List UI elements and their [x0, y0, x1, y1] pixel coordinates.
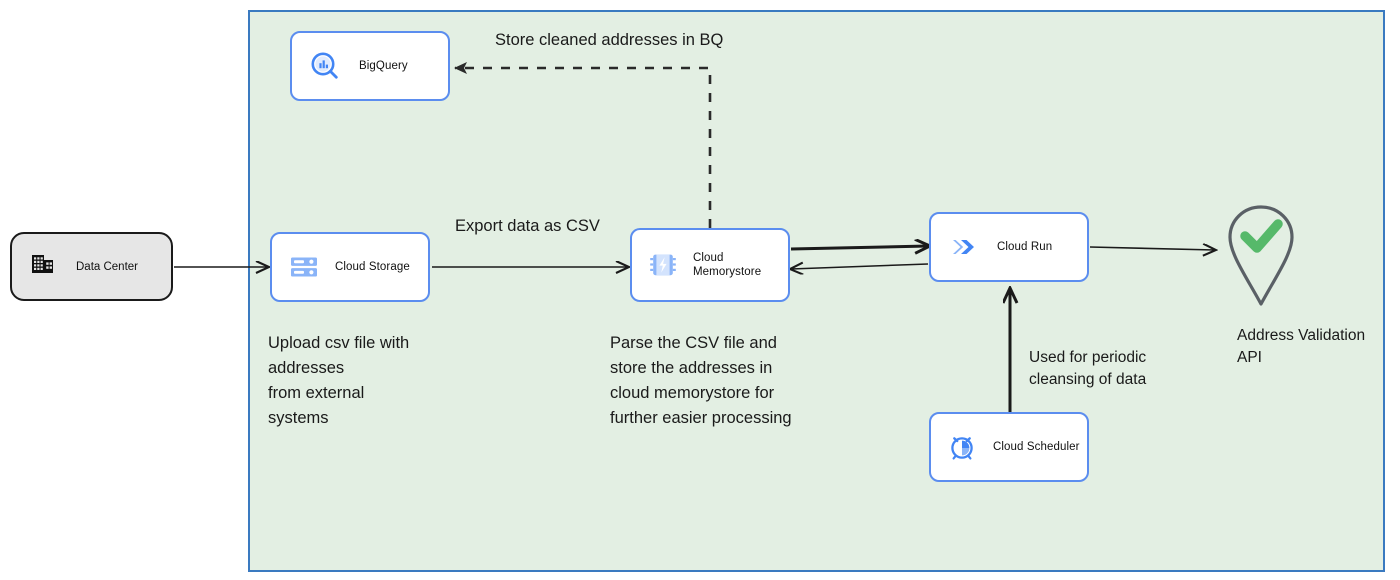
node-label-bigquery: BigQuery	[359, 59, 408, 72]
node-data-center[interactable]: Data Center	[10, 232, 173, 301]
edge-label-export-data-as-csv: Export data as CSV	[455, 217, 600, 235]
node-label-data-center: Data Center	[76, 260, 139, 273]
cloud-storage-icon	[289, 252, 319, 282]
node-address-validation-api[interactable]	[1217, 202, 1305, 312]
node-cloud-storage[interactable]: Cloud Storage	[270, 232, 430, 302]
bigquery-icon	[309, 50, 341, 82]
map-pin-check-icon	[1217, 205, 1305, 316]
node-label-cloud-scheduler: Cloud Scheduler	[993, 440, 1080, 453]
label-address-validation-api: Address Validation API	[1237, 327, 1366, 367]
annotation-upload-csv: Upload csv file with addresses from exte…	[268, 334, 410, 428]
cloud-scheduler-icon	[947, 432, 977, 462]
node-cloud-scheduler[interactable]: Cloud Scheduler	[929, 412, 1089, 482]
node-cloud-run[interactable]: Cloud Run	[929, 212, 1089, 282]
cloud-run-icon	[949, 232, 979, 262]
node-label-cloud-storage: Cloud Storage	[335, 260, 410, 273]
cloud-memorystore-icon	[648, 250, 678, 280]
annotation-scheduler-usage: Used for periodic cleansing of data	[1029, 349, 1147, 388]
office-building-icon	[30, 251, 56, 282]
node-cloud-memorystore[interactable]: Cloud Memorystore	[630, 228, 790, 302]
node-label-cloud-run: Cloud Run	[997, 240, 1053, 253]
edge-label-store-cleaned-addresses: Store cleaned addresses in BQ	[495, 31, 724, 49]
node-bigquery[interactable]: BigQuery	[290, 31, 450, 101]
gcp-boundary-container	[248, 10, 1385, 572]
annotation-parse-csv: Parse the CSV file and store the address…	[610, 334, 792, 428]
node-label-cloud-memorystore: Cloud Memorystore	[693, 251, 762, 278]
